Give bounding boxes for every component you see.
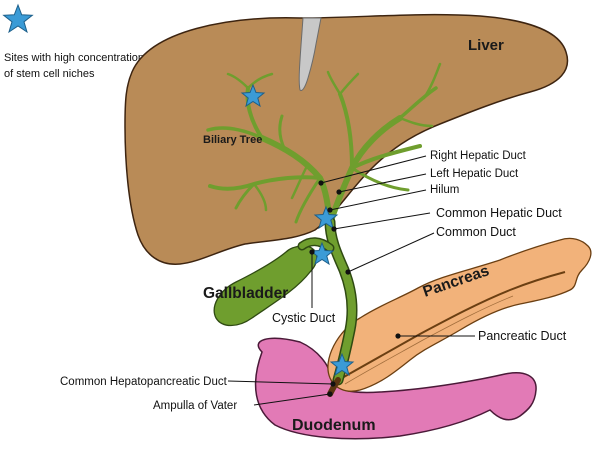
extrahepatic-ducts: [297, 216, 358, 397]
legend: Sites with high concentrations of stem c…: [2, 3, 150, 80]
falciform-ligament: [298, 17, 322, 91]
common-duct-label: Common Duct: [436, 225, 516, 239]
legend-star-icon: [2, 3, 34, 34]
star-icon-biliary-tree: [240, 83, 266, 108]
duodenum-label: Duodenum: [292, 417, 376, 434]
gallbladder-label: Gallbladder: [203, 285, 288, 302]
callout-leaders: [227, 155, 475, 406]
stem-cell-niche-markers: [240, 83, 355, 377]
legend-text-line2: of stem cell niches: [4, 68, 95, 80]
biliary-tree: [206, 62, 442, 227]
common-hepatopancreatic-duct-label: Common Hepatopancreatic Duct: [60, 376, 228, 388]
legend-text-line1: Sites with high concentrations: [4, 52, 150, 64]
biliary-tree-label: Biliary Tree: [203, 134, 262, 146]
right-hepatic-duct-label: Right Hepatic Duct: [430, 150, 527, 162]
cystic-duct-label: Cystic Duct: [272, 311, 336, 325]
liver-label: Liver: [468, 37, 504, 54]
left-hepatic-duct-label: Left Hepatic Duct: [430, 168, 519, 180]
star-icon-ampulla: [329, 352, 355, 377]
hilum-label: Hilum: [430, 184, 459, 196]
ampulla-of-vater-label: Ampulla of Vater: [153, 400, 237, 412]
pancreatic-duct-label: Pancreatic Duct: [478, 329, 567, 343]
gallbladder-shape: [213, 245, 318, 327]
pancreas-shape: [327, 237, 592, 392]
pancreatic-duct-line: [341, 271, 566, 379]
common-hepatic-duct-label: Common Hepatic Duct: [436, 206, 562, 220]
star-icon-hilum: [313, 205, 339, 230]
